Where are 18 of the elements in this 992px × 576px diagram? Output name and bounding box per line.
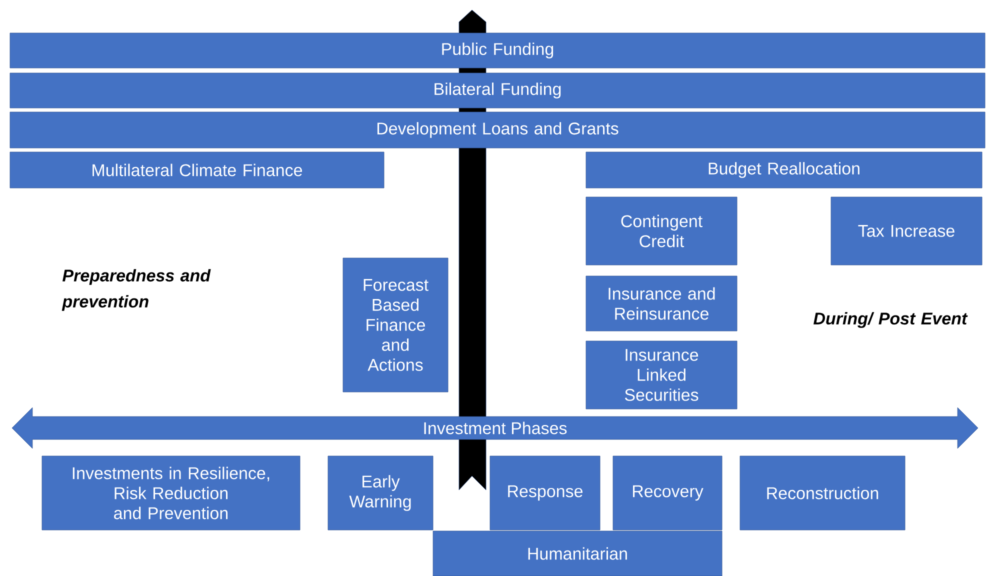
funding-box: Forecast Based Finance and Actions — [342, 258, 448, 392]
phase-box: Reconstruction — [740, 456, 906, 530]
phase-label: During/ Post Event — [814, 312, 968, 328]
phase-label: Preparedness and prevention — [62, 269, 211, 311]
funding-box: Insurance Linked Securities — [586, 340, 738, 410]
funding-box: Contingent Credit — [586, 196, 738, 266]
phase-box: Recovery — [612, 456, 722, 530]
funding-box: Budget Reallocation — [586, 152, 982, 188]
phase-box: Investments in Resilience, Risk Reduction and Prevention — [42, 456, 300, 530]
funding-box: Bilateral Funding — [10, 72, 986, 108]
funding-box: Public Funding — [10, 32, 986, 68]
phase-box: Early Warning — [328, 456, 434, 530]
funding-box: Insurance and Reinsurance — [586, 276, 738, 332]
phase-box: Humanitarian — [432, 530, 722, 576]
phase-box: Response — [490, 456, 600, 530]
funding-box: Development Loans and Grants — [10, 112, 986, 148]
funding-box: Multilateral Climate Finance — [10, 152, 384, 188]
funding-box: Tax Increase — [830, 196, 982, 266]
